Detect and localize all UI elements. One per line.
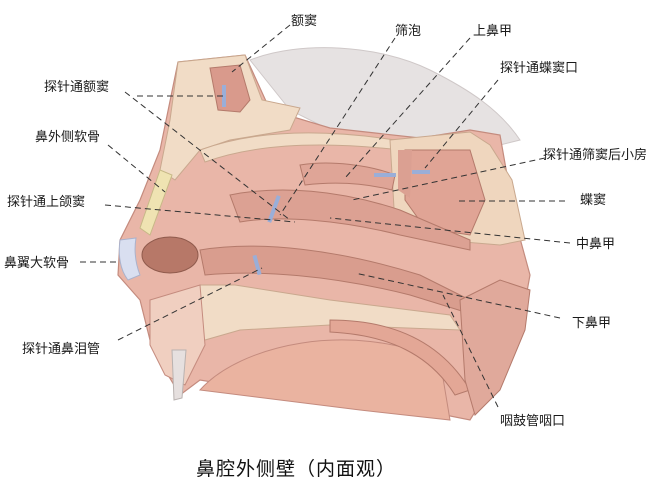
diagram-title: 鼻腔外侧壁（内面观） [196,458,397,480]
label-middle-turbinate: 中鼻甲 [576,237,616,252]
label-probe-posterior-ethmoid: 探针通筛窦后小房 [543,148,648,163]
label-ethmoid-bulla: 筛泡 [395,24,422,39]
label-inferior-turbinate: 下鼻甲 [572,316,612,331]
label-probe-maxillary-sinus: 探针通上颌窦 [7,195,86,210]
alar-cartilage-shape [118,237,141,281]
nostril-vestibule [141,236,199,274]
incisor-tooth [171,349,187,401]
label-probe-nasolacrimal-duct: 探针通鼻泪管 [22,342,101,357]
maxilla-upper-lip [149,284,206,386]
label-probe-frontal-sinus: 探针通额窦 [44,80,110,95]
posterior-ethmoid-cell [398,150,412,198]
soft-palate [329,319,471,396]
label-sphenoid-sinus: 蝶窦 [580,193,607,208]
probe-sphenoid-icon [412,170,430,174]
leader-lines [80,24,571,408]
probe-frontal-icon [222,85,226,107]
frontal-sinus-cavity [209,64,251,113]
superior-turbinate-shape [299,162,396,191]
label-frontal-sinus: 额窦 [291,14,318,29]
frontal-bone [159,54,301,181]
label-major-alar-cartilage: 鼻翼大软骨 [4,256,70,271]
pharyngeal-wall [459,279,531,416]
label-lateral-nasal-cartilage: 鼻外侧软骨 [35,130,101,145]
brain-tissue [249,47,521,151]
probe-nasolacrimal-icon [252,254,262,276]
label-probe-sphenoid-ostium: 探针通蝶窦口 [500,61,579,76]
probe-ethmoid-icon [374,173,396,177]
label-superior-turbinate: 上鼻甲 [473,24,513,39]
probe-maxillary-icon [267,195,281,223]
label-pharyngeal-eustachian-opening: 咽鼓管咽口 [500,414,566,429]
